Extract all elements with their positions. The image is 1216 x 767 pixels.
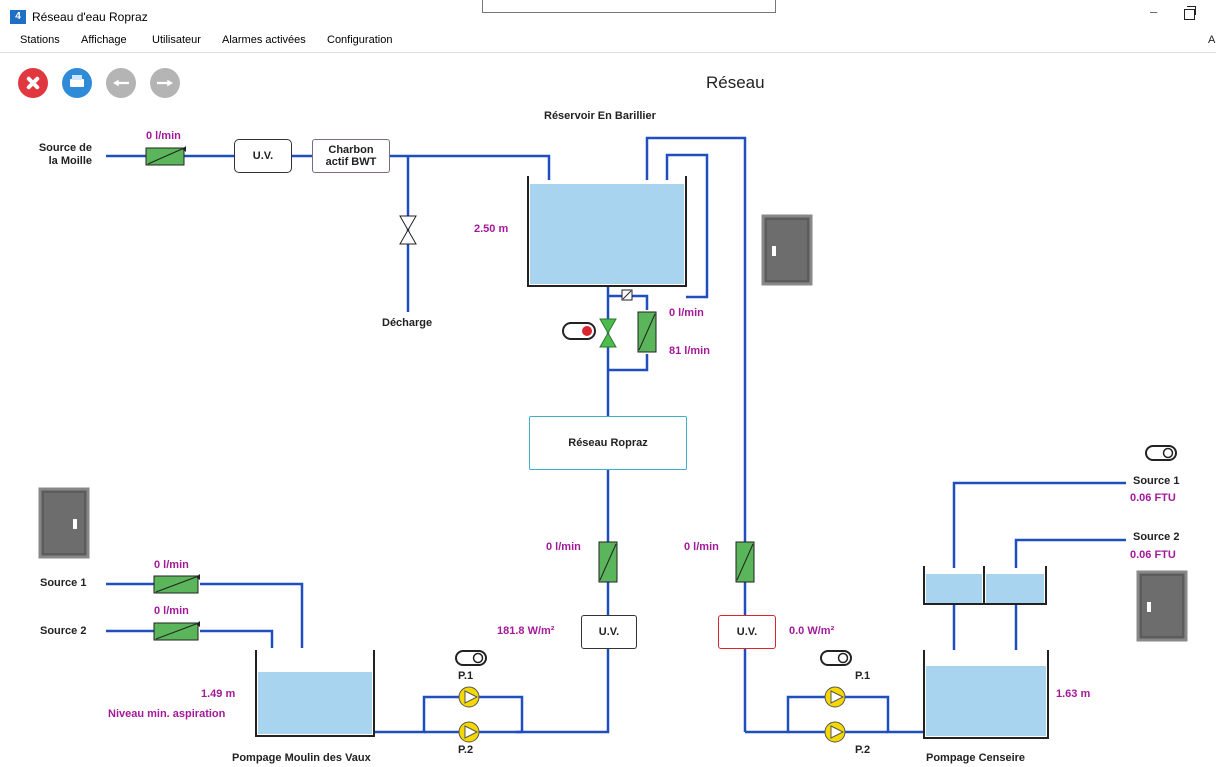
back-arrow-icon[interactable] (106, 68, 136, 98)
censeire-level: 1.63 m (1056, 688, 1091, 700)
app-icon: 4 (10, 10, 26, 24)
flowmeter-icon (598, 541, 618, 583)
moulin-pump2-label: P.2 (458, 744, 474, 756)
source-moille-label-2: la Moille (48, 155, 92, 167)
moulin-flow: 0 l/min (546, 541, 581, 553)
reservoir-flow-out: 0 l/min (669, 307, 704, 319)
censeire-tank (923, 650, 1049, 739)
censeire-source1-turbidity: 0.06 FTU (1130, 492, 1176, 504)
menu-bar (0, 30, 1216, 53)
flowmeter-icon (735, 541, 755, 583)
flowmeter-icon (637, 311, 657, 353)
pump-icon (458, 686, 480, 708)
close-icon[interactable] (18, 68, 48, 98)
page-title: Réseau (706, 73, 765, 92)
menu-configuration[interactable]: Configuration (327, 34, 393, 46)
censeire-uv-box[interactable]: U.V. (718, 615, 776, 649)
menu-affichage[interactable]: Affichage (81, 34, 127, 46)
uv-top-box[interactable]: U.V. (234, 139, 292, 173)
toggle-switch (820, 650, 852, 666)
moulin-source2-flow: 0 l/min (154, 605, 189, 617)
moulin-pump1-label: P.1 (458, 670, 474, 682)
restore-button[interactable] (1184, 6, 1196, 20)
moulin-source1-label: Source 1 (40, 577, 87, 589)
reservoir-name: Réservoir En Barillier (544, 110, 656, 122)
title-bar: 4 Réseau d'eau Ropraz – (0, 0, 1216, 30)
door-icon (38, 487, 90, 559)
minimize-button[interactable]: – (1150, 4, 1158, 19)
valve-open-icon (599, 318, 617, 348)
moulin-uv-box[interactable]: U.V. (581, 615, 637, 649)
door-icon (1136, 570, 1188, 642)
pump-icon (824, 686, 846, 708)
moulin-tank (255, 650, 375, 737)
toggle-switch (1145, 445, 1177, 461)
reservoir-flow-in: 81 l/min (669, 345, 710, 357)
flowmeter-icon (153, 574, 200, 594)
forward-arrow-icon[interactable] (150, 68, 180, 98)
censeire-small-tanks (923, 566, 1047, 605)
reseau-ropraz-box[interactable]: Réseau Ropraz (529, 416, 687, 470)
decharge-label: Décharge (382, 317, 433, 329)
flowmeter-icon (153, 621, 200, 641)
toggle-switch (455, 650, 487, 666)
window-title: Réseau d'eau Ropraz (32, 10, 148, 24)
menu-utilisateur[interactable]: Utilisateur (152, 34, 201, 46)
moulin-source2-label: Source 2 (40, 625, 87, 637)
censeire-name: Pompage Censeire (926, 752, 1026, 764)
censeire-pump1-label: P.1 (855, 670, 871, 682)
moulin-uv-power: 181.8 W/m² (497, 625, 555, 637)
censeire-source1-label: Source 1 (1133, 475, 1180, 487)
menu-overflow[interactable]: A (1208, 34, 1216, 46)
pump-icon (824, 721, 846, 743)
moulin-level: 1.49 m (201, 688, 236, 700)
menu-stations[interactable]: Stations (20, 34, 60, 46)
check-valve-icon (621, 289, 633, 301)
moulin-name: Pompage Moulin des Vaux (232, 752, 371, 764)
censeire-source2-label: Source 2 (1133, 531, 1180, 543)
print-icon[interactable] (62, 68, 92, 98)
moulin-source1-flow: 0 l/min (154, 559, 189, 571)
source-moille-label-1: Source de (38, 142, 92, 154)
reservoir-level: 2.50 m (474, 223, 509, 235)
censeire-uv-power: 0.0 W/m² (789, 625, 835, 637)
censeire-flow: 0 l/min (684, 541, 719, 553)
door-icon (761, 214, 813, 286)
source-moille-flow: 0 l/min (146, 130, 181, 142)
censeire-source2-turbidity: 0.06 FTU (1130, 549, 1176, 561)
toggle-switch (562, 322, 596, 340)
censeire-pump2-label: P.2 (855, 744, 871, 756)
title-center-field (482, 0, 776, 13)
moulin-level-note: Niveau min. aspiration (108, 708, 226, 720)
menu-alarmes[interactable]: Alarmes activées (222, 34, 306, 46)
valve-icon (399, 215, 417, 245)
flowmeter-icon (145, 146, 186, 166)
pump-icon (458, 721, 480, 743)
reservoir-tank (527, 176, 687, 287)
